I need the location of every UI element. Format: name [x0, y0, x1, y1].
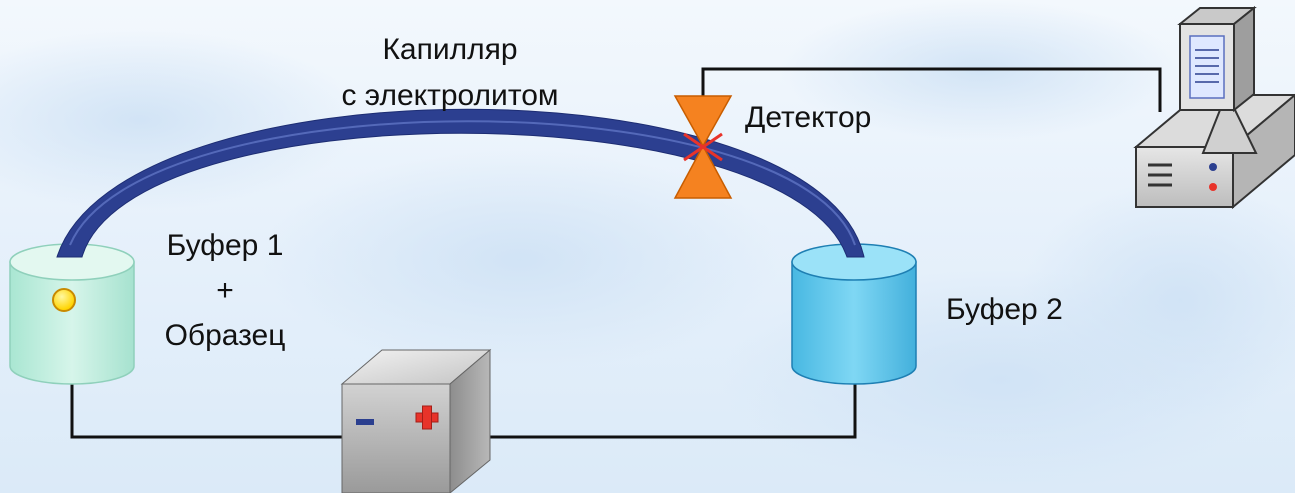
sample-dot-icon — [52, 288, 76, 312]
wires — [70, 67, 1162, 439]
buffer-1-container — [9, 243, 135, 385]
capillary-label-line1: Капилляр — [382, 33, 518, 66]
detector-icon — [673, 95, 733, 199]
minus-sign-icon — [356, 419, 374, 425]
buffer2-label: Буфер 2 — [946, 293, 1063, 326]
computer-icon — [1133, 5, 1295, 210]
capillary-tube — [56, 108, 865, 258]
buffer-2-container — [791, 243, 917, 385]
buffer1-label-line2: + — [216, 274, 234, 307]
power-supply-icon — [340, 348, 492, 493]
wire-buffer1-to-power — [70, 380, 342, 439]
plus-sign-icon — [415, 405, 439, 430]
detector-label: Детектор — [745, 101, 872, 134]
wire-power-to-buffer2 — [474, 382, 857, 439]
buffer1-label-line1: Буфер 1 — [166, 229, 284, 262]
buffer1-label-line3: Образец — [164, 319, 286, 352]
wire-detector-to-computer — [701, 67, 1162, 112]
capillary-label-line2: с электролитом — [341, 79, 559, 112]
